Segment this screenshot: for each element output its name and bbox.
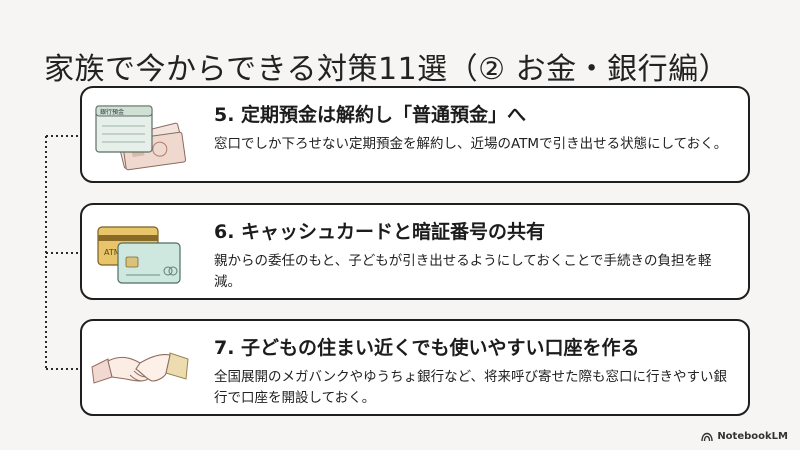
measure-description: 親からの委任のもと、子どもが引き出せるようにしておくことで手続きの負担を軽減。 xyxy=(214,253,712,290)
bankbook-label: 銀行預金 xyxy=(100,108,124,116)
measure-heading: 5. 定期預金は解約し「普通預金」へ xyxy=(214,104,527,126)
atm-card-label: ATM xyxy=(104,248,121,257)
measure-card-6: ATM 6. キャッシュカードと暗証番号の共有 親からの委任のもと、子どもが引き… xyxy=(80,203,750,300)
notebooklm-brand: NotebookLM xyxy=(701,431,788,442)
brand-name: NotebookLM xyxy=(717,431,788,442)
measure-heading: 7. 子どもの住まい近くでも使いやすい口座を作る xyxy=(214,337,640,359)
atm-cards-icon: ATM xyxy=(97,226,181,284)
handshake-icon xyxy=(91,352,189,384)
page-title: 家族で今からできる対策11選（② お金・銀行編） xyxy=(44,52,730,88)
measure-description: 窓口でしか下ろせない定期預金を解約し、近場のATMで引き出せる状態にしておく。 xyxy=(214,136,728,152)
measure-heading: 6. キャッシュカードと暗証番号の共有 xyxy=(214,221,546,243)
bankbook-and-cash-icon: 銀行預金 xyxy=(95,105,187,171)
notebooklm-logo-icon xyxy=(701,432,714,441)
measure-card-7: 7. 子どもの住まい近くでも使いやすい口座を作る 全国展開のメガバンクやゆうちょ… xyxy=(80,319,750,416)
measure-description: 全国展開のメガバンクやゆうちょ銀行など、将来呼び寄せた際も窓口に行きやすい銀行で… xyxy=(214,369,727,406)
measure-card-5: 銀行預金 5. 定期預金は解約し「普通預金」へ 窓口でしか下ろせない定期預金を解… xyxy=(80,86,750,183)
